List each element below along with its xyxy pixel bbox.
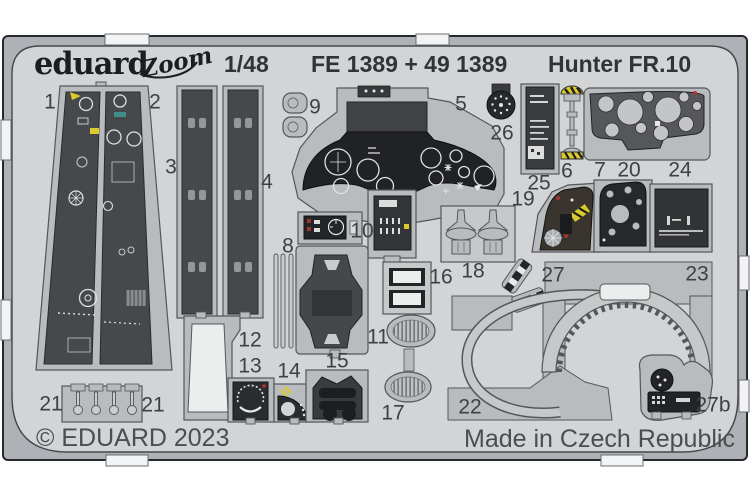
part-3-4-strips <box>176 85 264 319</box>
part-number-label: 4 <box>261 170 273 194</box>
part-number-label: 8 <box>282 234 294 258</box>
part-number-label: 23 <box>685 262 709 286</box>
product-name: Hunter FR.10 <box>548 51 692 77</box>
part-number-label: 9 <box>309 95 321 119</box>
part-number-label: 26 <box>490 121 514 145</box>
product-code: FE 1389 + 49 1389 <box>311 51 508 77</box>
part-6-pull-handles <box>560 85 584 160</box>
part-18-grips <box>440 205 516 263</box>
part-9-brackets <box>282 92 308 138</box>
part-22-23-canopy-arcs <box>447 261 713 421</box>
part-number-label: 22 <box>458 395 482 419</box>
part-12-armor-plate <box>183 315 241 421</box>
part-21-pin-strip <box>61 383 143 423</box>
part-number-label: 20 <box>617 158 641 182</box>
part-number-label: 17 <box>381 401 405 425</box>
part-number-label: 27 <box>541 263 565 287</box>
part-number-label: 2 <box>149 90 161 114</box>
part-number-label: 24 <box>668 158 692 182</box>
part-1-2-console-panels <box>35 81 173 371</box>
part-number-label: 11 <box>367 325 389 349</box>
part-number-label: 7 <box>594 158 606 182</box>
part-10-placard <box>297 211 363 245</box>
part-number-label: 1 <box>44 90 56 114</box>
copyright-text: © EDUARD 2023 <box>36 424 230 452</box>
part-number-label: 15 <box>325 349 349 373</box>
part-20-drilled-fin <box>593 179 653 253</box>
part-16-mirrors <box>382 261 432 315</box>
part-19-side-console <box>531 182 601 253</box>
made-in-text: Made in Czech Republic <box>464 425 735 453</box>
scale-label: 1/48 <box>224 51 269 77</box>
part-number-label: 16 <box>429 265 453 289</box>
part-number-label: 21 <box>141 393 165 417</box>
part-number-label: 10 <box>350 219 374 243</box>
part-number-label: 12 <box>238 328 262 352</box>
part-number-label: 13 <box>238 354 262 378</box>
part-number-label: 18 <box>461 259 485 283</box>
part-25-placard-strip <box>520 83 560 175</box>
part-15-throttle-box <box>305 369 369 423</box>
eduard-logo: eduard <box>34 46 149 82</box>
part-number-label: 14 <box>277 359 301 383</box>
part-number-label: 27b <box>695 393 731 417</box>
part-5-instrument-panel <box>291 85 505 265</box>
part-11-seat-frame <box>295 245 369 355</box>
part-13-compass <box>227 377 275 423</box>
part-number-label: 3 <box>165 155 177 179</box>
part-number-label: 21 <box>39 392 63 416</box>
part-27b-gunsight <box>638 354 713 421</box>
part-number-label: 5 <box>455 92 467 116</box>
part-17-mesh-panels <box>384 314 436 403</box>
part-26-knob <box>486 83 516 120</box>
part-7-drilled-plate <box>583 87 711 161</box>
part-number-label: 19 <box>511 187 535 211</box>
part-number-label: 25 <box>527 171 551 195</box>
zoom-logo-swoosh <box>139 61 198 79</box>
part-number-label: 6 <box>561 159 573 183</box>
part-24-data-placard <box>649 183 713 253</box>
sprue-stubs <box>195 311 344 425</box>
